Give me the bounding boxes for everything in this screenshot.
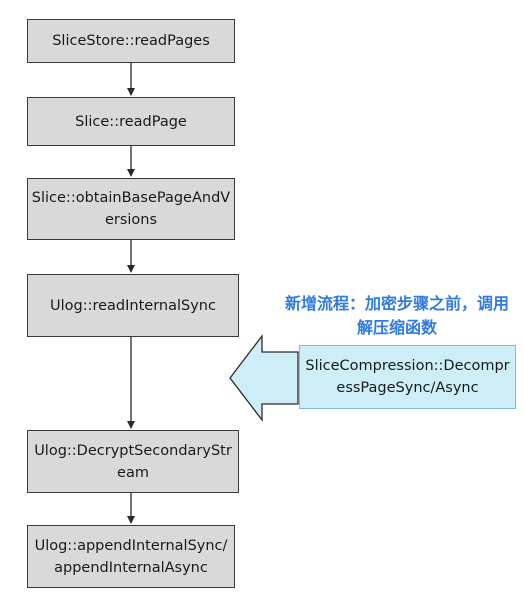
step-label: Ulog::appendInternalSync/ appendInternal… <box>34 537 228 576</box>
step-ulog-appendinternal: Ulog::appendInternalSync/ appendInternal… <box>27 525 235 588</box>
step-slice-obtainbasepage: Slice::obtainBasePageAndV ersions <box>27 178 235 240</box>
step-ulog-decryptsecondarystream: Ulog::DecryptSecondaryStr eam <box>27 430 239 493</box>
insert-arrow-shape <box>229 334 299 422</box>
side-step-label: SliceCompression::Decompr essPageSync/As… <box>305 358 510 396</box>
step-slicecompression-decompress: SliceCompression::Decompr essPageSync/As… <box>299 345 516 409</box>
step-label: Ulog::DecryptSecondaryStr eam <box>34 442 232 481</box>
new-process-note: 新增流程：加密步骤之前，调用 解压缩函数 <box>284 294 509 337</box>
step-slice-readpage: Slice::readPage <box>27 97 235 146</box>
step-slicestore-readpages: SliceStore::readPages <box>27 19 235 63</box>
step-label: Slice::readPage <box>75 113 187 130</box>
step-label: Slice::obtainBasePageAndV ersions <box>31 190 231 228</box>
step-label: SliceStore::readPages <box>52 33 210 49</box>
step-label: Ulog::readInternalSync <box>50 297 216 314</box>
step-ulog-readinternalsync: Ulog::readInternalSync <box>27 274 239 337</box>
